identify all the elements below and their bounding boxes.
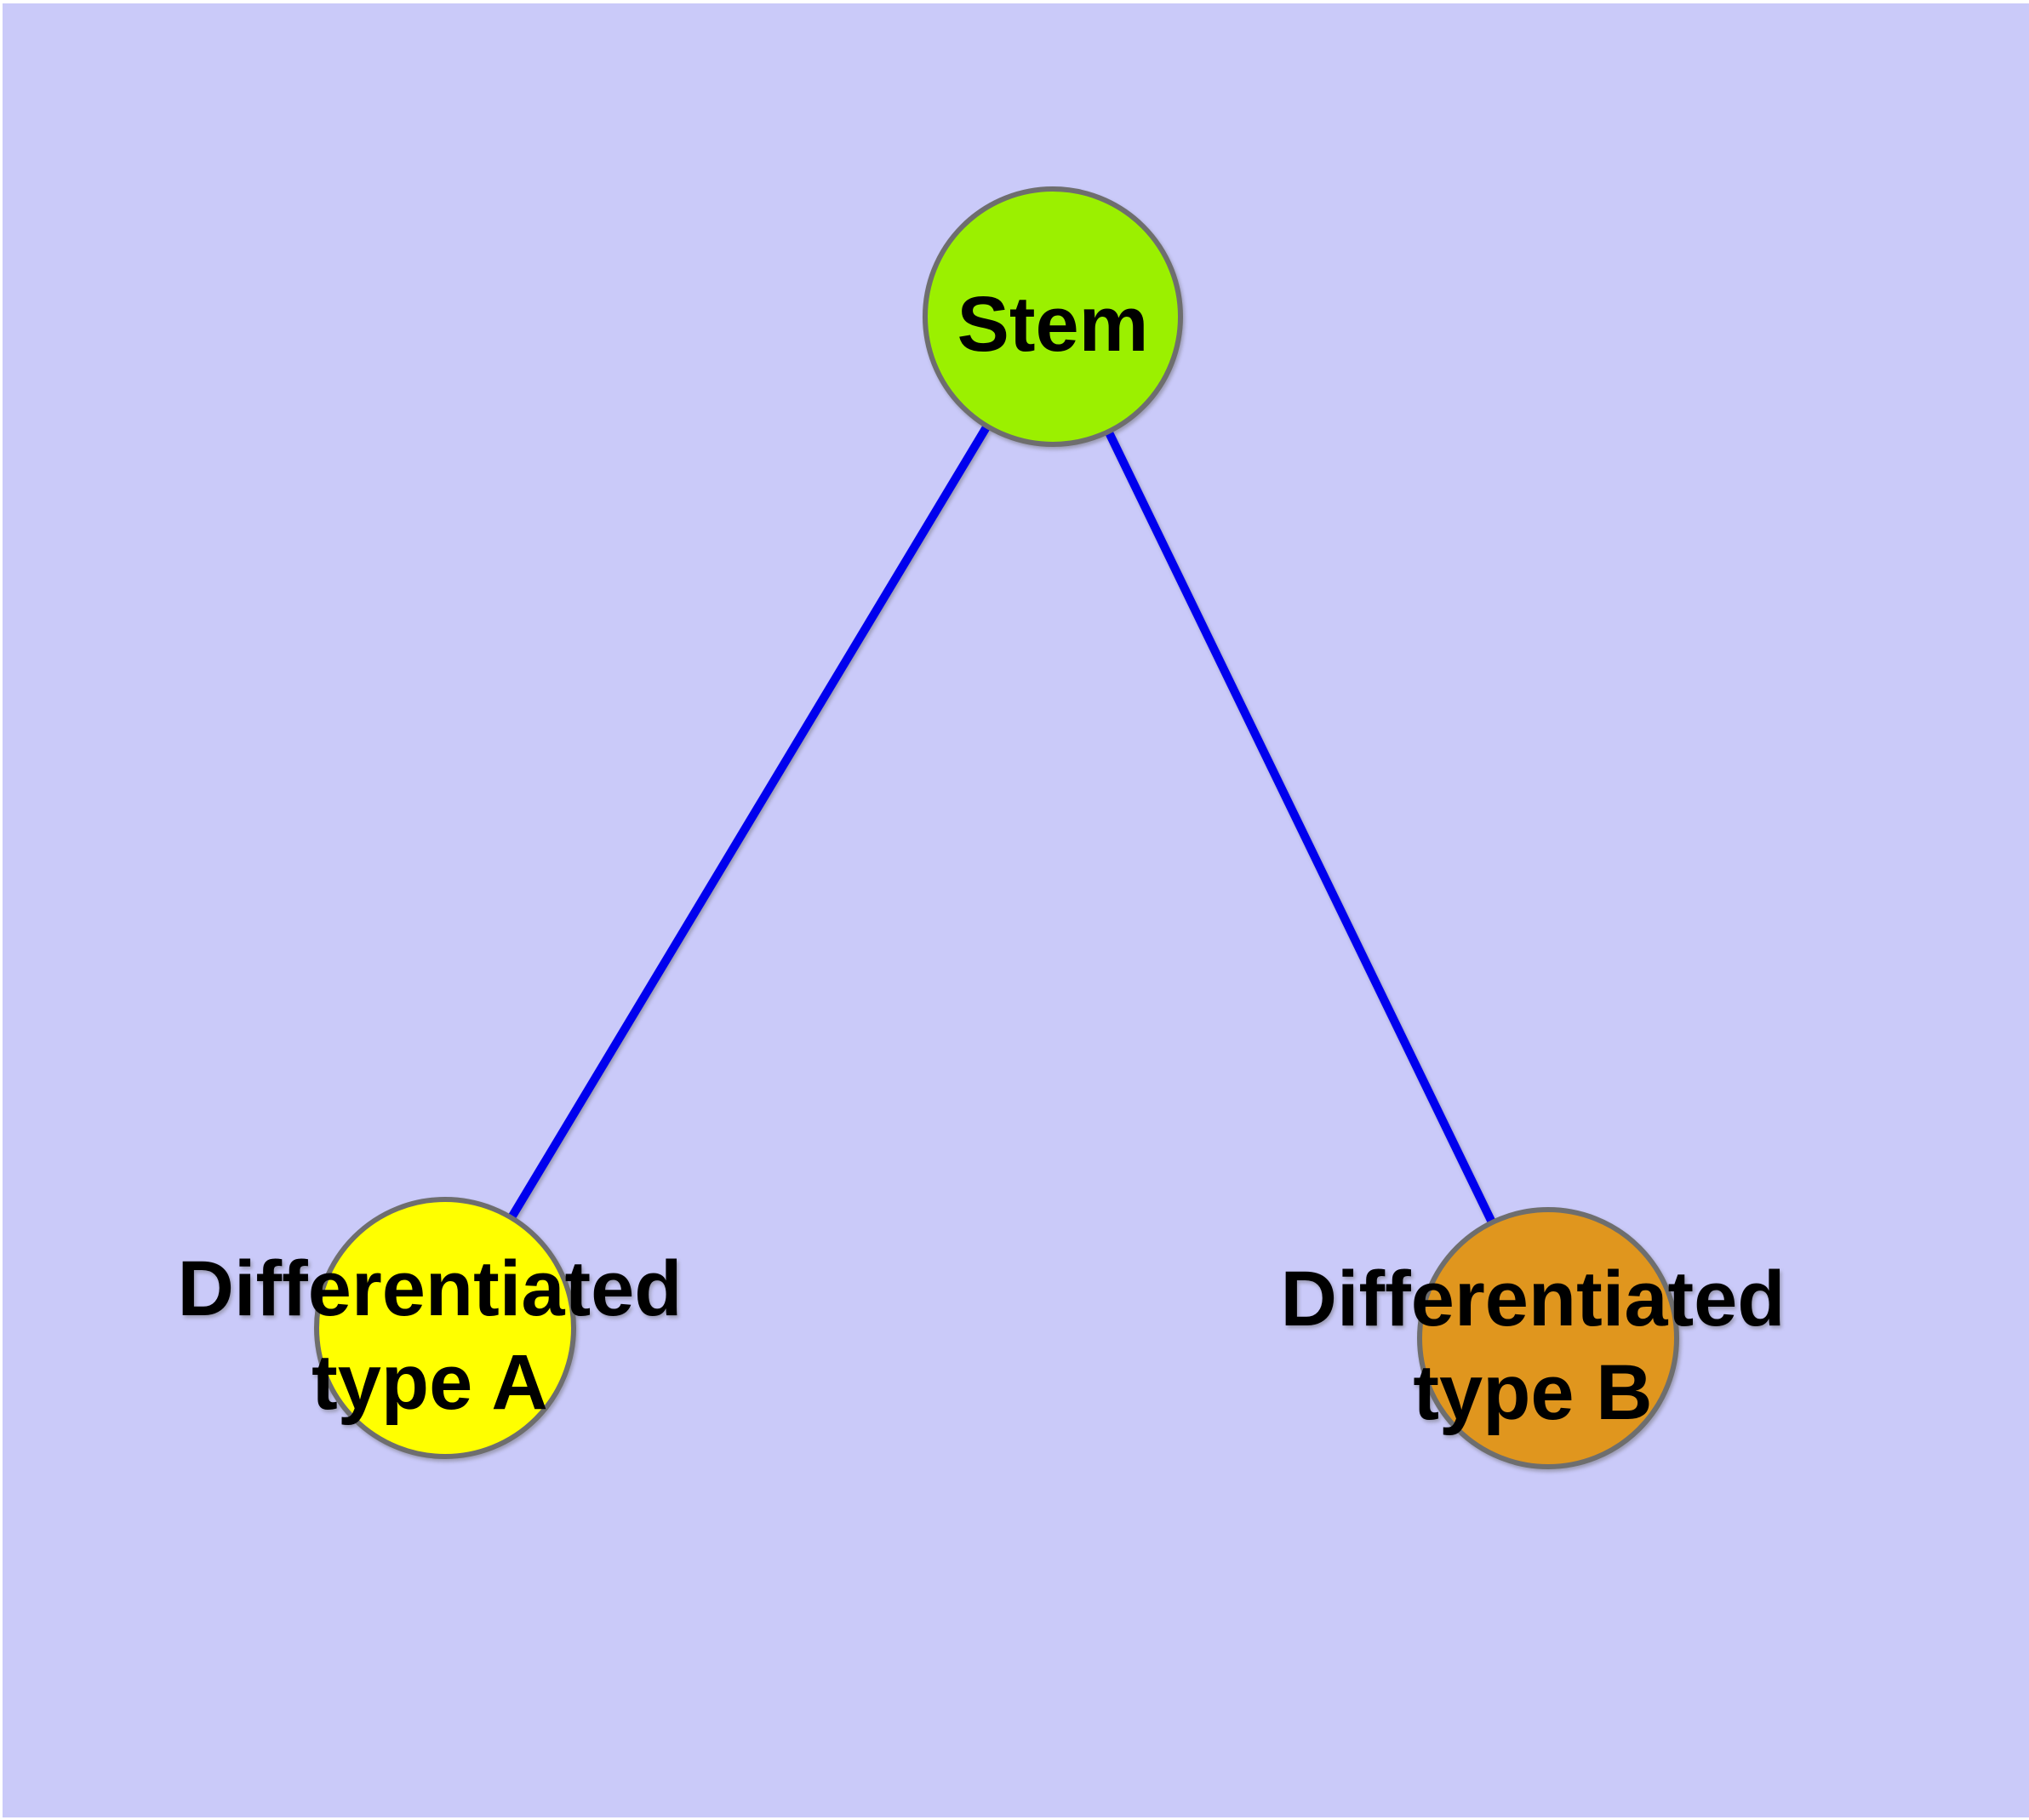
- edges-layer: [441, 314, 1552, 1341]
- graph-node-stem: Stem: [923, 186, 1183, 447]
- node-circle-differentiated-type-a: [314, 1197, 576, 1459]
- node-label-stem: Stem: [957, 281, 1149, 368]
- node-circle-differentiated-type-b: [1417, 1207, 1679, 1469]
- node-label-line: Differentiated: [178, 1245, 683, 1332]
- graph-edge-stem-to-differentiated-type-a: [441, 314, 1057, 1331]
- node-circle-stem: [923, 186, 1183, 447]
- graph-edge-stem-to-differentiated-type-b: [1049, 314, 1552, 1341]
- node-label-line: type B: [1413, 1349, 1652, 1436]
- node-label-line: Stem: [957, 281, 1149, 368]
- node-label-line: Differentiated: [1281, 1256, 1786, 1342]
- node-label-line: type A: [311, 1339, 548, 1426]
